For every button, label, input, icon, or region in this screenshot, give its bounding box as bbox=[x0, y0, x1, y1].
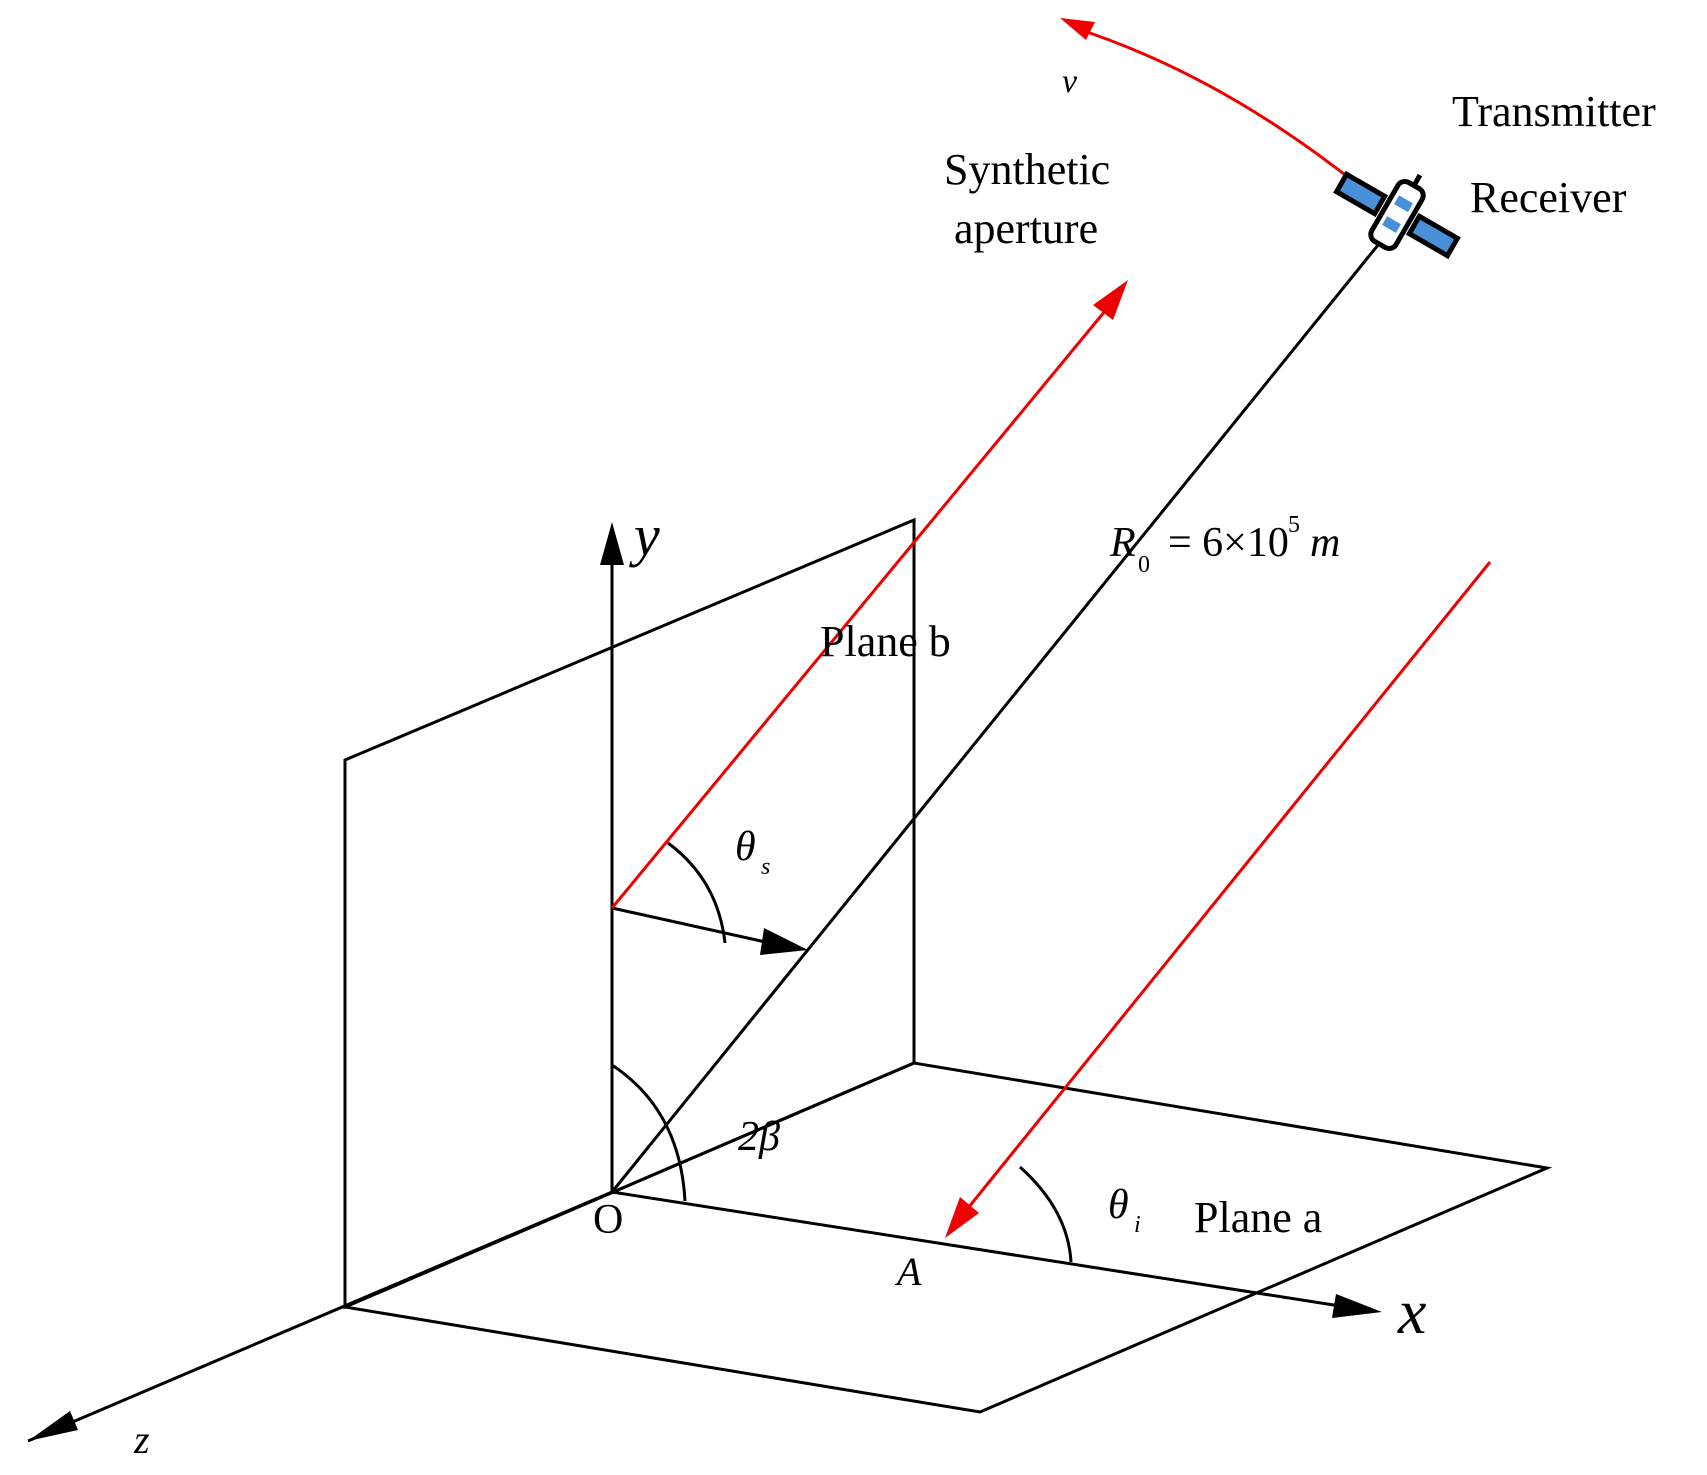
x-axis-label: x bbox=[1397, 1276, 1426, 1347]
r0-subscript: 0 bbox=[1138, 552, 1150, 578]
scatter-direction-arrow bbox=[611, 906, 771, 945]
two-beta-label: 2β bbox=[738, 1114, 780, 1160]
origin-label: O bbox=[593, 1197, 623, 1243]
receiver-label: Receiver bbox=[1470, 173, 1627, 222]
plane-b-outline bbox=[343, 517, 916, 1310]
x-axis-arrowhead bbox=[1332, 1294, 1382, 1318]
velocity-label: v bbox=[1062, 63, 1078, 100]
two-beta-angle-arc-left bbox=[611, 1063, 687, 1202]
satellite-icon bbox=[1333, 170, 1461, 260]
theta-s-angle-arc bbox=[667, 841, 727, 944]
theta-i-symbol: θ bbox=[1108, 1182, 1129, 1228]
r0-equation: R 0 = 6×10 5 m bbox=[1109, 512, 1340, 578]
incident-ray bbox=[958, 561, 1492, 1219]
incident-ray-arrowhead bbox=[945, 1197, 979, 1238]
theta-i-label: θ i bbox=[1108, 1182, 1141, 1238]
r0-line bbox=[610, 244, 1380, 1193]
r0-equals: = 6×10 bbox=[1168, 520, 1289, 566]
plane-a-outline bbox=[339, 1061, 1553, 1414]
r0-symbol: R bbox=[1109, 520, 1136, 566]
scatter-arrowhead bbox=[760, 928, 808, 955]
theta-i-subscript: i bbox=[1134, 1212, 1141, 1238]
velocity-arc bbox=[1074, 26, 1359, 187]
plane-a-label: Plane a bbox=[1194, 1193, 1322, 1242]
synthetic-label: Synthetic bbox=[944, 145, 1110, 194]
scattered-ray bbox=[610, 304, 1112, 909]
aperture-label: aperture bbox=[954, 204, 1098, 253]
x-axis bbox=[611, 1190, 1341, 1308]
r0-exponent: 5 bbox=[1288, 512, 1300, 538]
velocity-arc-arrowhead bbox=[1060, 18, 1095, 40]
z-axis-label: z bbox=[133, 1417, 150, 1462]
theta-s-label: θ s bbox=[735, 824, 770, 880]
y-axis-arrowhead bbox=[600, 522, 624, 565]
y-axis-label: y bbox=[629, 503, 660, 568]
point-a-label: A bbox=[894, 1249, 922, 1294]
theta-i-angle-arc bbox=[1018, 1165, 1073, 1263]
plane-b-label: Plane b bbox=[820, 617, 951, 666]
transmitter-label: Transmitter bbox=[1452, 87, 1656, 136]
theta-s-symbol: θ bbox=[735, 824, 756, 870]
z-axis-arrowhead bbox=[28, 1411, 78, 1441]
scattered-ray-arrowhead bbox=[1093, 280, 1128, 320]
theta-s-subscript: s bbox=[761, 854, 770, 880]
r0-unit: m bbox=[1310, 520, 1340, 566]
z-axis bbox=[27, 1190, 613, 1443]
